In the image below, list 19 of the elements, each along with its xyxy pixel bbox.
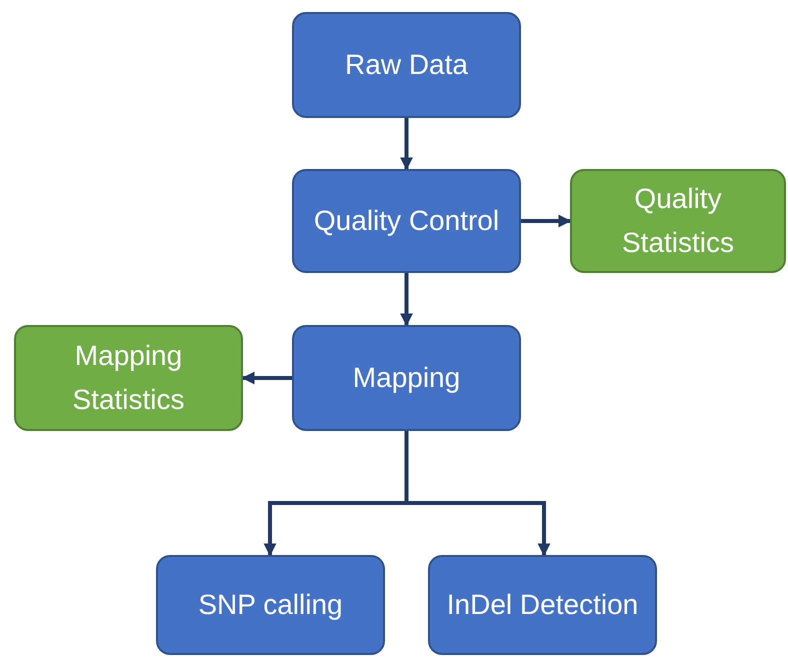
process-box: [14, 325, 243, 431]
box-label: InDel Detection: [446, 588, 638, 622]
process-box: [292, 169, 521, 273]
process-box: [292, 12, 521, 118]
arrow: [404, 431, 550, 556]
box-label: Raw Data: [345, 48, 468, 82]
box-label: SNP calling: [198, 588, 343, 622]
arrow: [400, 118, 413, 170]
box-label: Mapping Statistics: [71, 339, 186, 417]
box-label: Quality Control: [314, 204, 500, 238]
process-box: [428, 555, 657, 655]
arrow: [400, 273, 413, 326]
arrow: [521, 214, 572, 228]
process-box: [292, 325, 521, 431]
process-box: [570, 169, 786, 273]
box-label: Quality Statistics: [620, 182, 736, 260]
box-label: Mapping: [352, 361, 460, 395]
process-box: [156, 555, 385, 655]
arrow: [242, 372, 292, 384]
